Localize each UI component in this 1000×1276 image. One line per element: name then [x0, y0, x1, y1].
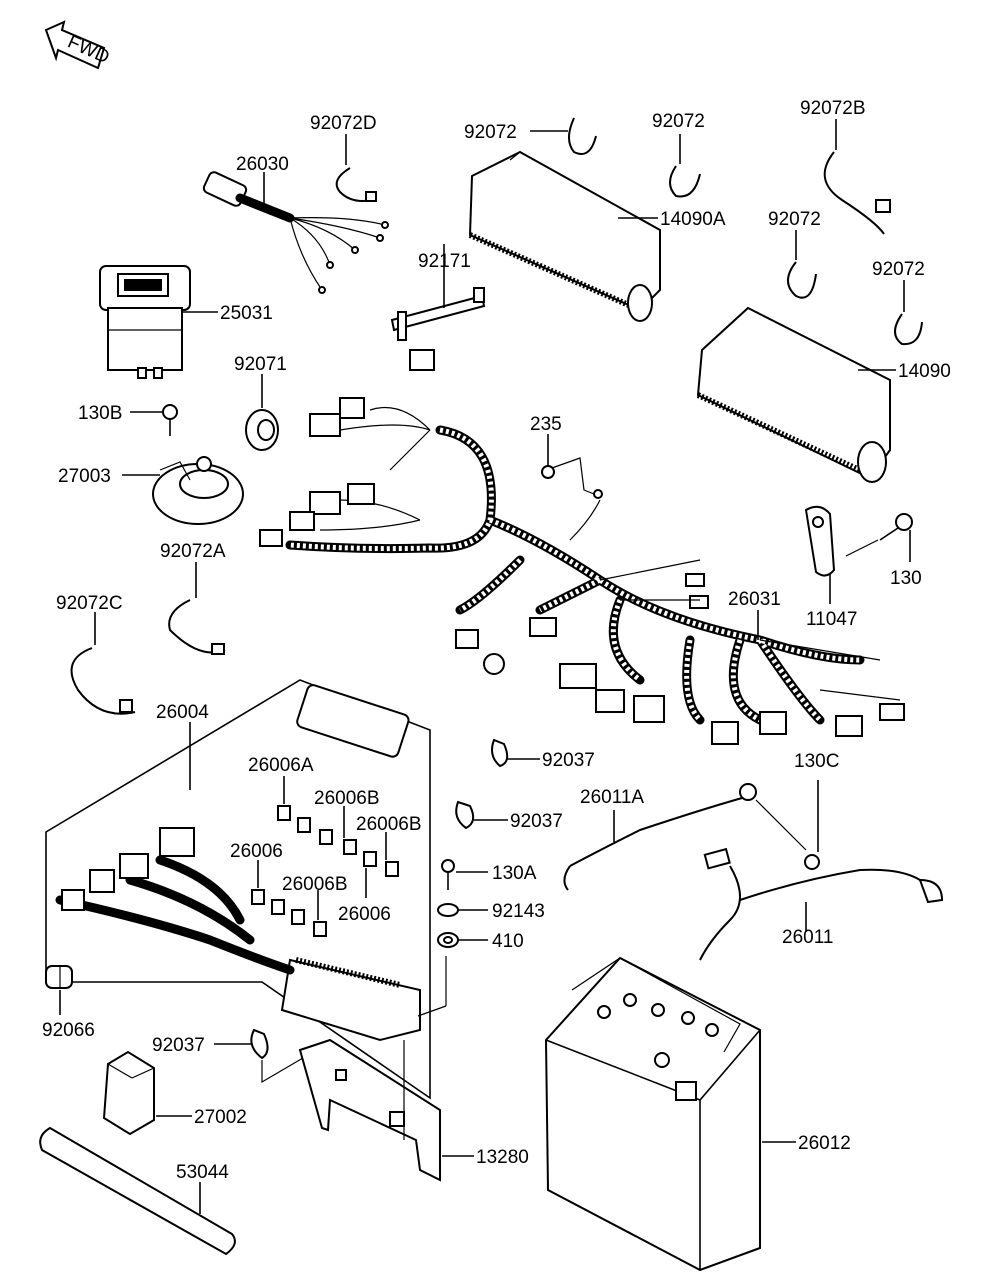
part-26031-main-wiring-harness	[259, 349, 905, 745]
label-13280: 13280	[476, 1147, 529, 1168]
part-92072D-clamp-band	[335, 167, 377, 202]
part-92037-clamp-3	[250, 1028, 321, 1084]
label-11047: 11047	[806, 609, 857, 630]
label-130A: 130A	[492, 863, 537, 884]
label-130B: 130B	[78, 403, 122, 424]
part-26004-fuse-box-assembly	[45, 679, 431, 1100]
part-92037-clamp-2	[455, 800, 475, 830]
part-235-screw	[541, 457, 603, 499]
label-92171: 92171	[418, 251, 471, 272]
part-25031-hour-meter	[99, 265, 191, 379]
part-14090A-harness-cover	[468, 150, 661, 322]
label-26011A: 26011A	[580, 787, 644, 808]
label-92037-b: 92037	[510, 811, 563, 832]
label-26030: 26030	[236, 154, 289, 175]
label-26006-a: 26006	[230, 841, 283, 862]
label-26006-b: 26006	[338, 904, 391, 925]
part-92072-clamp-top-1	[568, 117, 597, 155]
label-92066: 92066	[42, 1020, 95, 1041]
part-92037-clamp-1	[491, 738, 509, 768]
label-26006B-c: 26006B	[282, 874, 348, 895]
part-130B-bolt	[162, 404, 178, 436]
part-fuses	[251, 805, 399, 937]
part-130A-bolt	[441, 859, 455, 890]
label-92071: 92071	[234, 354, 287, 375]
label-27002: 27002	[194, 1107, 247, 1128]
part-92071-grommet	[245, 409, 279, 451]
part-92072B-clamp-band	[823, 151, 891, 235]
label-27003: 27003	[58, 466, 111, 487]
label-92072-d: 92072	[872, 259, 925, 280]
part-27003-horn	[152, 456, 244, 525]
label-92072-c: 92072	[768, 209, 821, 230]
label-53044: 53044	[176, 1162, 229, 1183]
part-26012-battery	[544, 956, 761, 1272]
part-26011-battery-cable	[699, 847, 944, 961]
label-26006B-a: 26006B	[314, 788, 380, 809]
part-410-nut	[437, 932, 459, 948]
part-92072-clamp-right-2	[894, 313, 923, 346]
label-92037-c: 92037	[152, 1035, 205, 1056]
part-92072-clamp-right-1	[787, 261, 817, 299]
part-92171-bracket	[390, 287, 486, 341]
label-92072-b: 92072	[652, 111, 705, 132]
part-92066-clamp	[45, 965, 73, 989]
label-92143: 92143	[492, 901, 545, 922]
label-14090: 14090	[898, 361, 951, 382]
part-92072-clamp-top-2	[669, 165, 701, 198]
part-11047-plate	[804, 505, 836, 577]
part-53044-tube	[39, 1126, 236, 1256]
label-92072B: 92072B	[800, 98, 866, 119]
label-235: 235	[530, 414, 562, 435]
part-27002-relay	[102, 1050, 155, 1136]
part-130-bolt	[845, 513, 913, 557]
fwd-arrow: FWD	[44, 20, 112, 70]
label-410: 410	[492, 931, 524, 952]
part-92072C-clamp-band	[70, 647, 136, 715]
part-130C-bolt	[804, 854, 820, 870]
label-14090A: 14090A	[660, 209, 726, 230]
label-25031: 25031	[220, 303, 273, 324]
label-92072D: 92072D	[310, 113, 377, 134]
part-13280-battery-bracket	[298, 1038, 441, 1182]
label-26006B-b: 26006B	[356, 814, 422, 835]
part-26030-sub-harness	[202, 171, 389, 294]
part-92143-washer	[437, 903, 459, 917]
label-26031: 26031	[728, 589, 781, 610]
label-26004: 26004	[156, 702, 209, 723]
label-92037-a: 92037	[542, 750, 595, 771]
label-92072C: 92072C	[56, 593, 123, 614]
part-92072A-clamp-band	[168, 599, 226, 655]
part-26011A-battery-cable	[563, 783, 807, 891]
label-130C: 130C	[794, 751, 839, 772]
label-92072A: 92072A	[160, 541, 226, 562]
label-26011: 26011	[782, 927, 833, 948]
label-130: 130	[890, 568, 922, 589]
label-92072-a: 92072	[464, 122, 517, 143]
label-26006A: 26006A	[248, 755, 314, 776]
label-26012: 26012	[798, 1133, 851, 1154]
part-14090-harness-cover	[696, 306, 891, 483]
